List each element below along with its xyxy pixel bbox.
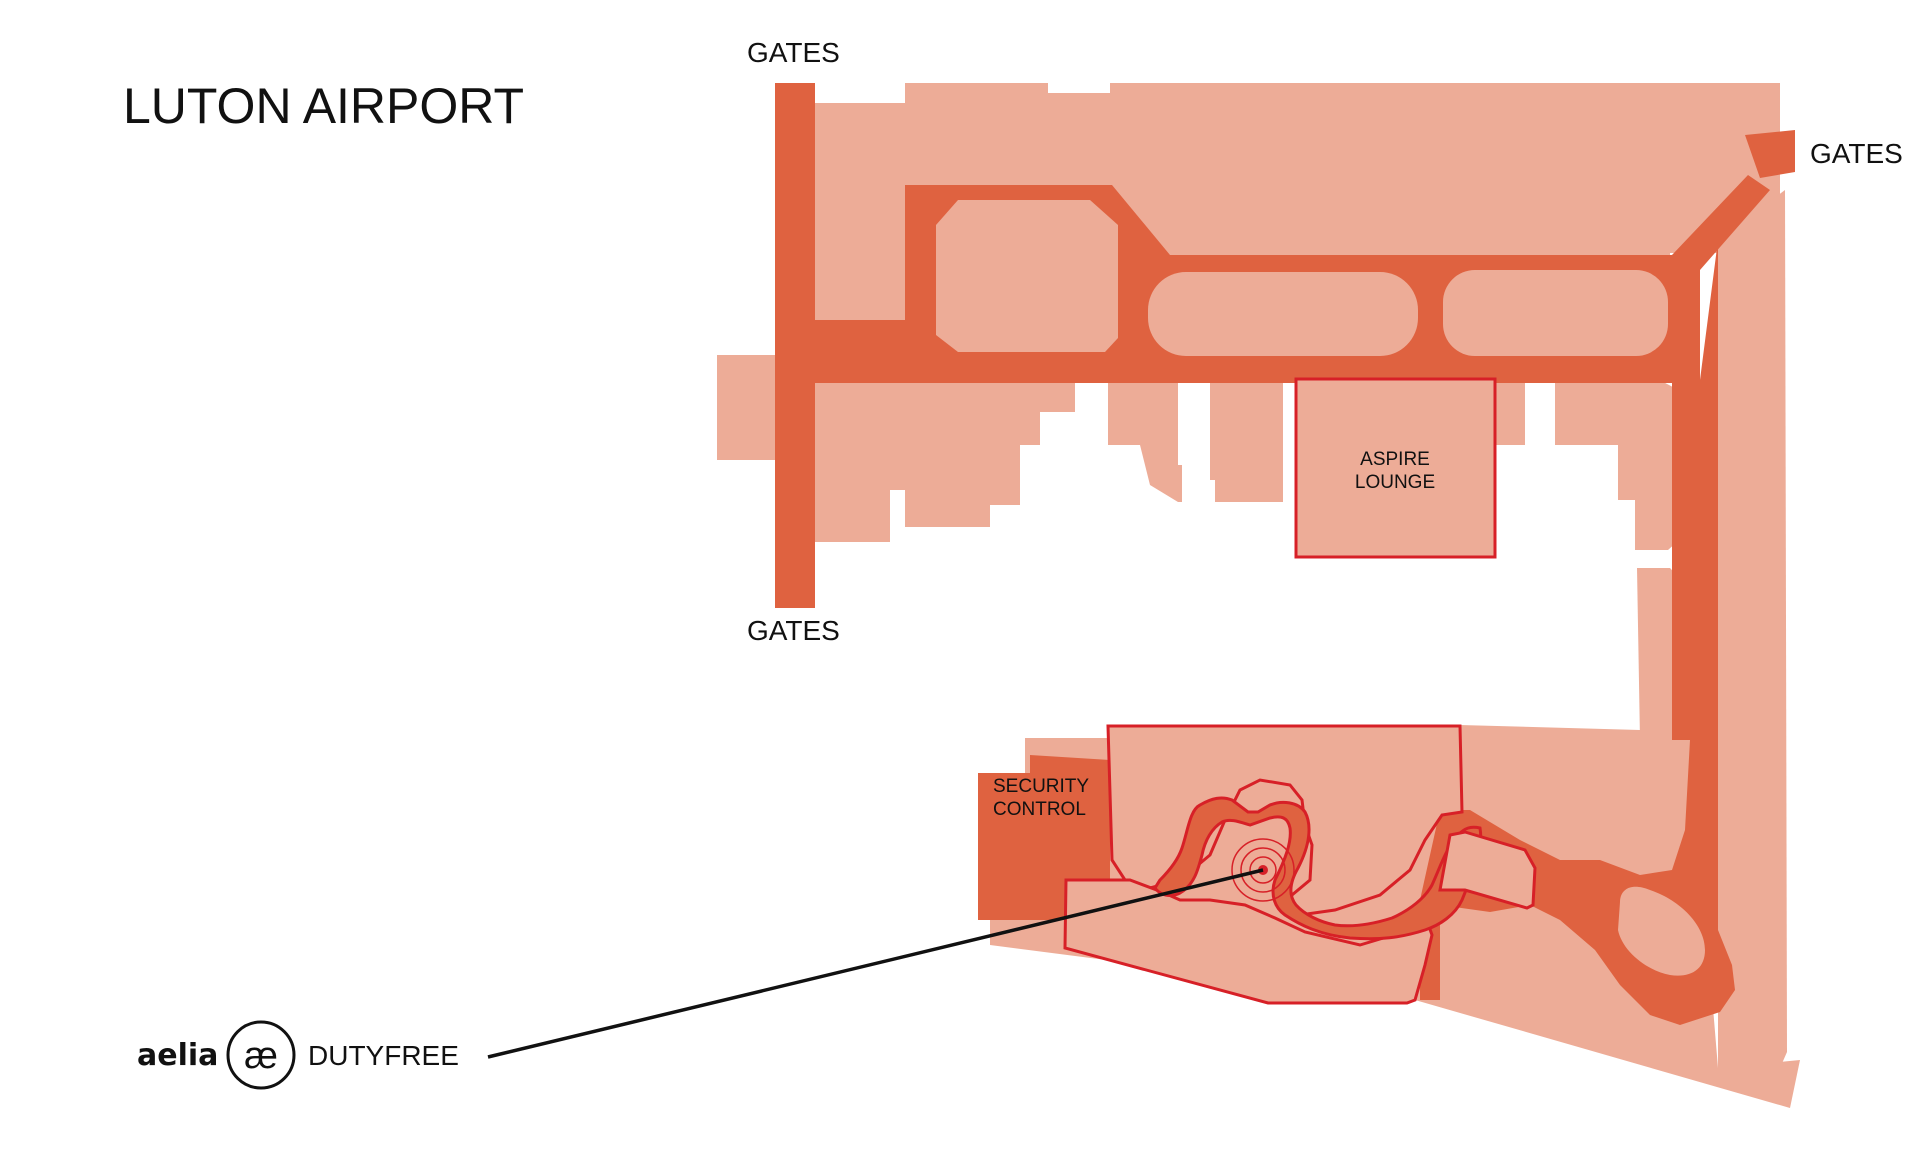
lounge-label-line2: LOUNGE: [1355, 472, 1435, 493]
gates-label-right: GATES: [1810, 138, 1903, 169]
gates-label-top: GATES: [747, 37, 840, 68]
marker-ring-outer: [1231, 838, 1295, 902]
east-loop-hole: [1618, 886, 1705, 976]
security-label-line2: CONTROL: [993, 799, 1086, 820]
east-pier-area: [1718, 190, 1787, 1068]
corridor-islands: [936, 200, 1668, 356]
duty-free-outlines: [1063, 724, 1537, 1005]
north-block-island: [936, 200, 1118, 352]
marker-ring-inner: [1249, 856, 1277, 884]
leader-line: [487, 868, 1264, 1059]
aspire-lounge[interactable]: [1294, 377, 1497, 559]
north-island-east: [1443, 270, 1668, 356]
north-island-middle: [1148, 272, 1418, 356]
brand-suffix: DUTYFREE: [308, 1040, 459, 1071]
brand-mark-glyph: æ: [244, 1035, 278, 1077]
lounge-label-line1: ASPIRE: [1360, 449, 1430, 470]
west-gate-corridor: [775, 83, 815, 608]
west-gate-annex: [717, 355, 785, 460]
brand-name: aelia: [137, 1038, 218, 1073]
walkthrough-duty-free-path: [1153, 796, 1483, 941]
east-shops: [1555, 375, 1688, 550]
south-west-shops: [815, 375, 1075, 542]
lounge-side-shop: [1495, 375, 1525, 445]
brand-mark-circle: [226, 1020, 296, 1090]
east-corridor: [1520, 240, 1735, 1025]
central-shops: [1108, 375, 1283, 502]
gates-label-bottom: GATES: [747, 615, 840, 646]
east-gate-stub: [1745, 130, 1795, 178]
security-label-line1: SECURITY: [993, 776, 1089, 797]
map-title: LUTON AIRPORT: [123, 78, 524, 134]
marker-ring-mid: [1240, 847, 1286, 893]
aelia-duty-free-logo[interactable]: aelia æ DUTYFREE: [137, 1020, 459, 1090]
east-small-shop[interactable]: [1438, 830, 1537, 910]
